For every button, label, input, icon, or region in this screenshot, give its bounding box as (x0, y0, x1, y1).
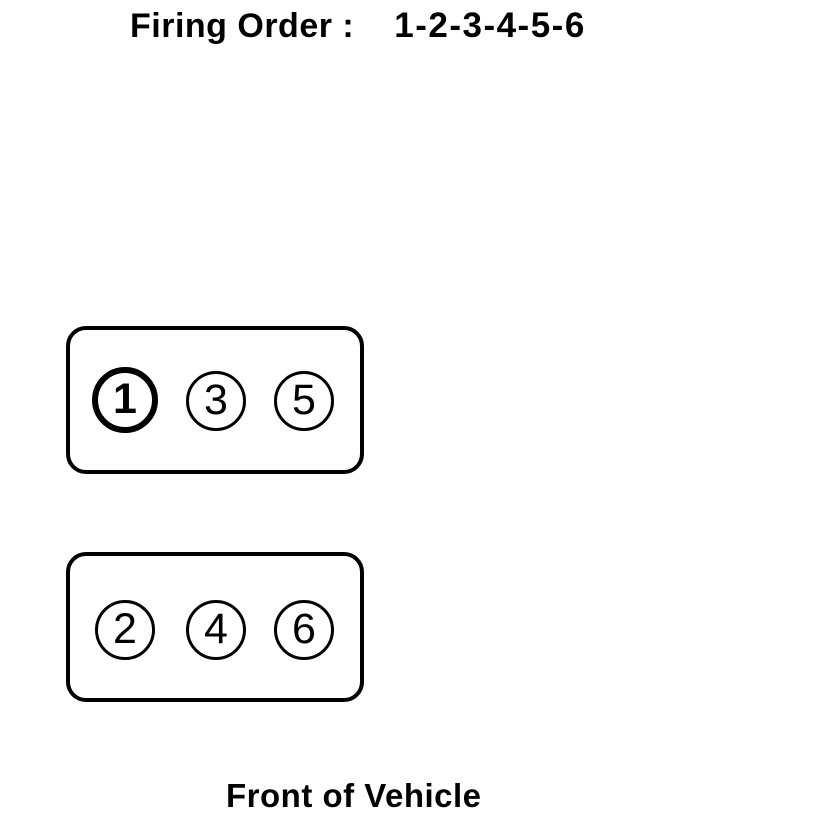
cylinder-2: 2 (95, 600, 155, 660)
cylinder-6: 6 (274, 600, 334, 660)
firing-order-sequence: 1-2-3-4-5-6 (394, 6, 586, 45)
cylinder-3: 3 (186, 371, 246, 431)
cylinder-4: 4 (186, 600, 246, 660)
cylinder-1: 1 (92, 367, 158, 433)
cylinder-5: 5 (274, 371, 334, 431)
cylinder-bank-bottom: 2 4 6 (66, 552, 364, 702)
cylinder-bank-top: 1 3 5 (66, 326, 364, 474)
front-of-vehicle-label: Front of Vehicle (226, 777, 482, 814)
firing-order-title: Firing Order : 1-2-3-4-5-6 (130, 6, 586, 46)
firing-order-label: Firing Order : (130, 7, 355, 45)
